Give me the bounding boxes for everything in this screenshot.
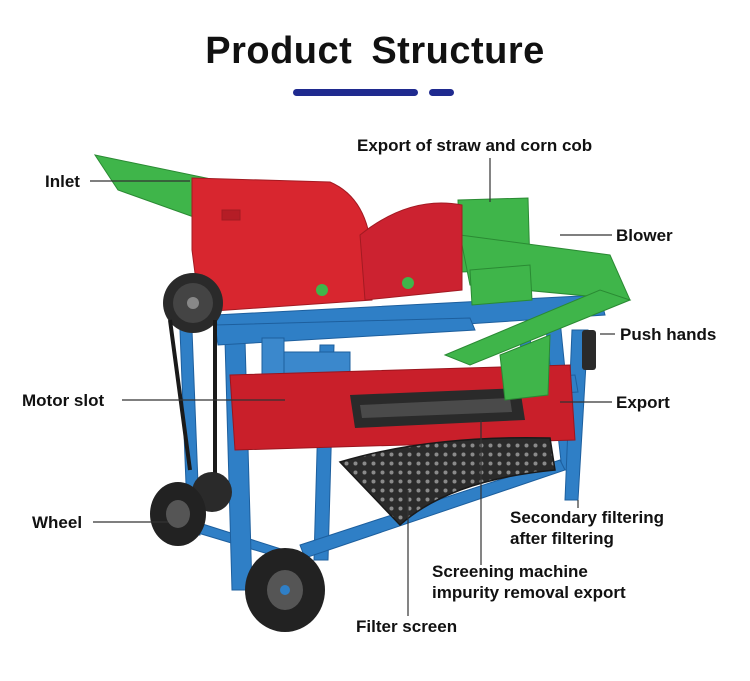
label-wheel: Wheel (32, 513, 83, 532)
label-secondary-filtering: Secondary filtering after filtering (510, 508, 664, 548)
label-inlet: Inlet (45, 172, 80, 191)
push-handle (582, 330, 596, 370)
pulley (163, 273, 223, 333)
label-blower: Blower (616, 226, 673, 245)
title-underline-short (429, 89, 454, 96)
drum-housing (191, 177, 463, 313)
wheels (150, 482, 325, 632)
drum-bolts (316, 277, 414, 296)
filter-screen-mesh (338, 436, 556, 527)
leader-lines (90, 158, 615, 616)
label-export-straw: Export of straw and corn cob (357, 136, 593, 155)
title-underline-long (293, 89, 418, 96)
label-filter-screen: Filter screen (356, 617, 458, 636)
label-screening-machine: Screening machine impurity removal expor… (432, 562, 626, 602)
label-motor-slot: Motor slot (22, 391, 105, 410)
green-chute (443, 197, 632, 401)
screening-box (229, 364, 576, 451)
label-push-hands: Push hands (620, 325, 717, 344)
label-export: Export (616, 393, 670, 412)
page-title: Product Structure (205, 30, 545, 72)
